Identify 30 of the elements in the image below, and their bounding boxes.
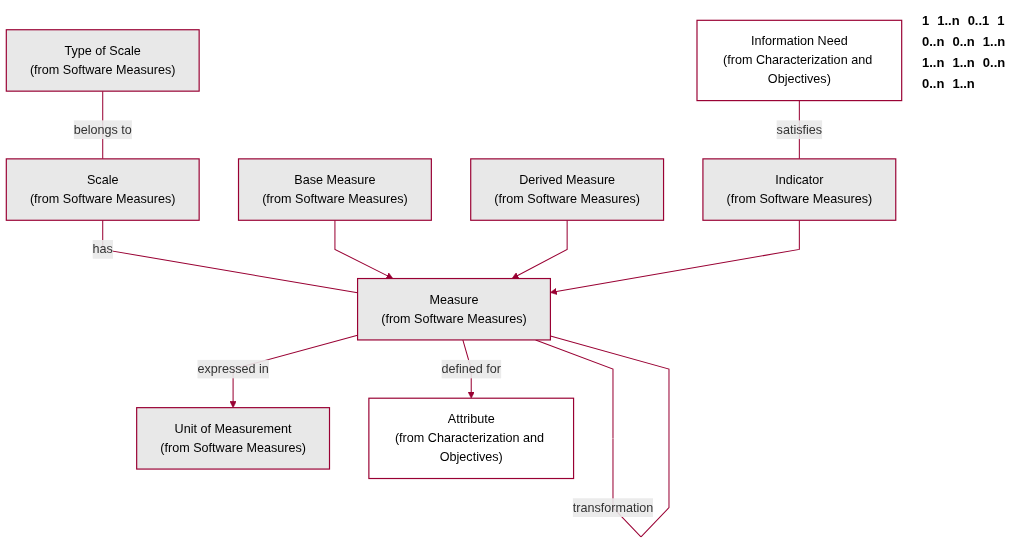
multiplicity-label: 0..n bbox=[922, 76, 945, 91]
edge-label: expressed in bbox=[197, 362, 269, 376]
edge-label: transformation bbox=[572, 500, 654, 515]
multiplicity-label: 0..n bbox=[952, 34, 975, 49]
arrow bbox=[550, 220, 800, 296]
node-box: Measure (from Software Measures) bbox=[357, 278, 551, 341]
multiplicity-label: 0..n bbox=[982, 55, 1006, 70]
multiplicity-label: 1..n bbox=[952, 76, 975, 91]
node-box: Scale (from Software Measures) bbox=[5, 158, 200, 222]
node-box: Information Need (from Characterization and Objectives) bbox=[696, 20, 903, 102]
node-box: Attribute (from Characterization and Objectives) bbox=[368, 398, 575, 480]
multiplicity-label: 1..n bbox=[922, 55, 945, 70]
edge-label: has bbox=[92, 242, 113, 257]
edge-label: belongs to bbox=[73, 123, 132, 137]
node-box: Indicator (from Software Measures) bbox=[702, 158, 897, 222]
edge-label: satisfies bbox=[776, 123, 823, 137]
multiplicity-label: 1..n bbox=[982, 34, 1006, 49]
multiplicity-label: 1 bbox=[922, 13, 930, 28]
multiplicity-label: 0..1 bbox=[967, 13, 990, 28]
multiplicity-label: 1..n bbox=[937, 13, 960, 28]
arrow bbox=[511, 220, 568, 280]
node-box: Type of Scale (from Software Measures) bbox=[5, 29, 200, 93]
node-box: Derived Measure (from Software Measures) bbox=[470, 158, 665, 222]
node-box: Base Measure (from Software Measures) bbox=[237, 158, 432, 222]
node-box: Unit of Measurement (from Software Measures) bbox=[136, 407, 331, 471]
multiplicity-label: 1..n bbox=[952, 55, 975, 70]
multiplicity-label: 1 bbox=[997, 13, 1005, 28]
arrow bbox=[334, 220, 394, 280]
edge-label: defined for bbox=[441, 362, 501, 376]
multiplicity-label: 0..n bbox=[922, 34, 945, 49]
